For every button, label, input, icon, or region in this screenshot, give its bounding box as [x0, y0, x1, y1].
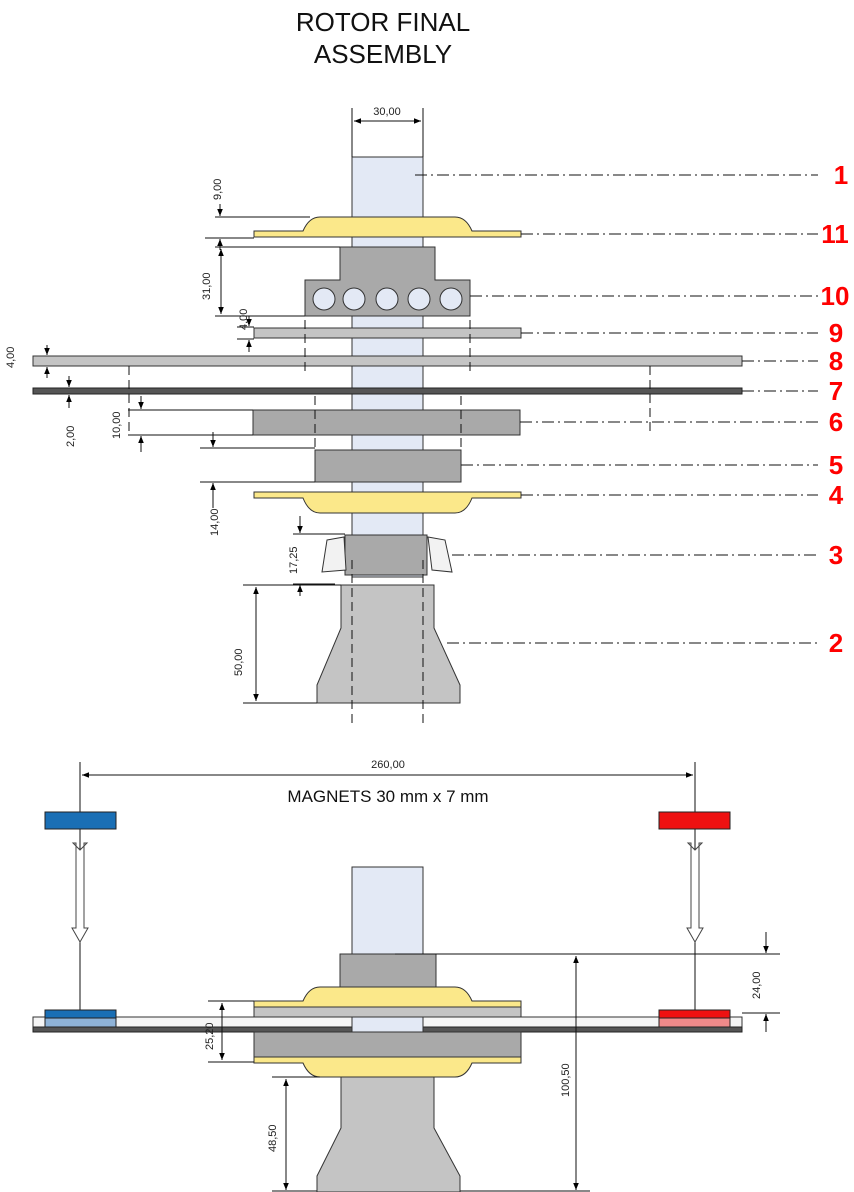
- part-10-hole: [375, 287, 399, 311]
- part-10-hole: [342, 287, 366, 311]
- dim-485: [272, 1076, 320, 1192]
- title-line-2: ASSEMBLY: [313, 39, 453, 69]
- dim-label-14: 14,00: [209, 508, 221, 536]
- magnet-blue-seated-lower: [44, 1017, 117, 1028]
- callout-6: 6: [829, 407, 843, 437]
- dim-label-260: 260,00: [371, 759, 405, 771]
- callout-1: 1: [834, 160, 848, 190]
- callout-3: 3: [829, 540, 843, 570]
- part-7-disc: [32, 387, 743, 395]
- magnet-blue-top: [44, 811, 117, 830]
- exploded-view: 1 11 10 9 8 7 6 5 4 3 2 30,00 9,00: [5, 106, 849, 728]
- dim-14: [200, 432, 315, 508]
- dim-label-485: 48,50: [267, 1124, 279, 1152]
- dim-label-2520: 25,20: [204, 1022, 216, 1050]
- part-4-yellow-flange: [253, 491, 522, 514]
- dim-4-part9: [237, 316, 254, 352]
- dim-label-shaft-width: 30,00: [373, 106, 401, 118]
- diagram-title: ROTOR FINAL ASSEMBLY: [0, 6, 766, 70]
- assembled-base: [316, 1076, 461, 1192]
- part-6-plate: [252, 409, 521, 436]
- title-line-1: ROTOR FINAL: [295, 7, 471, 37]
- part-10-hole: [407, 287, 431, 311]
- assembled-lower-yellow: [253, 1056, 522, 1078]
- dim-label-24: 24,00: [751, 971, 763, 999]
- dim-shaft-width: [351, 108, 424, 157]
- magnets-label: MAGNETS 30 mm x 7 mm: [287, 787, 488, 806]
- magnet-red-seated: [658, 1009, 731, 1019]
- callout-9: 9: [829, 318, 843, 348]
- callout-leaders: [415, 174, 818, 644]
- part-10-hole: [312, 287, 336, 311]
- part-11-yellow-flange: [253, 216, 522, 238]
- insert-arrow-left: [71, 842, 89, 944]
- assembled-upper-yellow: [253, 986, 522, 1008]
- assembled-washer: [253, 1006, 522, 1018]
- dim-1005: [460, 956, 590, 1192]
- dim-2520: [208, 1000, 254, 1063]
- part-8-disc: [32, 355, 743, 367]
- dim-label-4-part9: 4,00: [238, 309, 250, 330]
- dim-label-31: 31,00: [201, 272, 213, 300]
- part-3-roller-right: [427, 536, 453, 573]
- callout-10: 10: [821, 281, 850, 311]
- assembled-shaft-overlay: [351, 1016, 424, 1033]
- magnet-red-top: [658, 811, 731, 830]
- dim-label-1725: 17,25: [288, 546, 300, 574]
- callout-7: 7: [829, 376, 843, 406]
- dim-9: [205, 204, 310, 250]
- part-9-washer: [253, 327, 522, 339]
- dim-24: [395, 932, 780, 1032]
- dim-label-9: 9,00: [212, 179, 224, 200]
- callout-11: 11: [821, 219, 849, 249]
- callout-8: 8: [829, 346, 843, 376]
- hidden-lines: [128, 320, 651, 728]
- dim-label-10: 10,00: [111, 411, 123, 439]
- dim-label-2: 2,00: [65, 426, 77, 447]
- dim-50: [243, 584, 341, 704]
- insert-arrow-right: [686, 842, 704, 944]
- dim-label-1005: 100,50: [560, 1063, 572, 1097]
- assembled-view: 260,00 MAGNETS 30 mm x 7 mm: [32, 759, 780, 1192]
- assembled-top-block: [339, 953, 437, 989]
- magnet-red-seated-lower: [658, 1017, 731, 1028]
- dim-10: [128, 396, 253, 452]
- part-5-spacer: [314, 449, 462, 483]
- dim-label-50: 50,00: [233, 648, 245, 676]
- dim-1725: [293, 516, 345, 596]
- part-10-hole: [439, 287, 463, 311]
- callout-5: 5: [829, 450, 843, 480]
- part-2-base: [316, 584, 461, 704]
- magnet-blue-seated: [44, 1009, 117, 1019]
- assembled-plate-6: [253, 1031, 522, 1058]
- part-3-roller-left: [321, 536, 347, 573]
- part-3-bearing-body: [344, 534, 428, 576]
- callout-4: 4: [829, 480, 844, 510]
- callout-2: 2: [829, 628, 843, 658]
- dim-label-4-part8: 4,00: [5, 347, 17, 368]
- dim-31: [215, 246, 340, 317]
